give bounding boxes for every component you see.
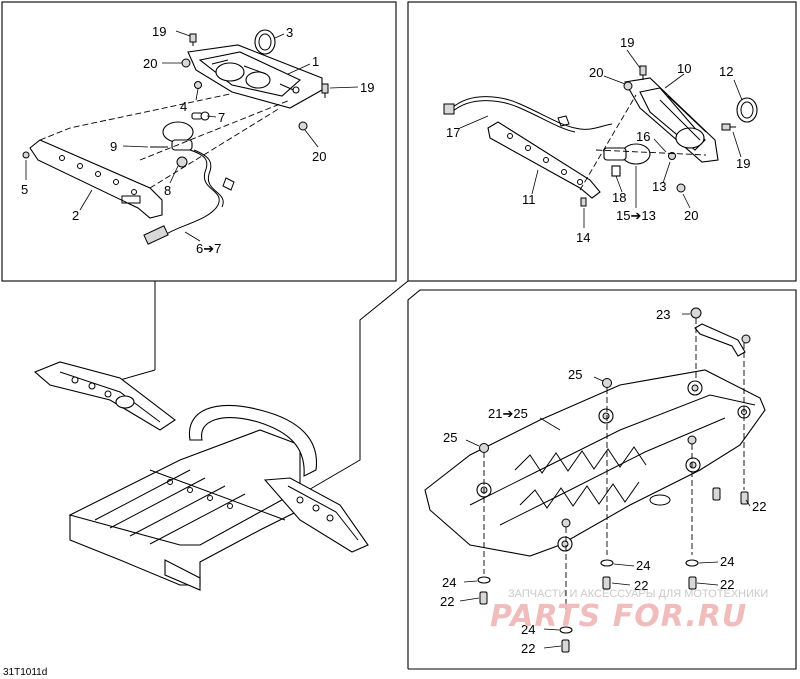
- label-br-22a: 22: [752, 499, 766, 514]
- label-tl-2: 2: [72, 208, 79, 223]
- label-br-24b: 24: [720, 554, 734, 569]
- label-tr-10: 10: [677, 61, 691, 76]
- label-br-22e: 22: [521, 641, 535, 656]
- bolt-22-e: [561, 639, 570, 653]
- label-tl-19a: 19: [152, 24, 166, 39]
- nut-25-c: [687, 435, 697, 445]
- bolt-22-c: [688, 576, 697, 590]
- label-br-24a: 24: [636, 558, 650, 573]
- label-tl-6-7: 6➔7: [196, 241, 221, 256]
- nut-25-a: [602, 378, 612, 388]
- lamp-socket-right: [603, 143, 676, 177]
- wiring-harness-17: [443, 96, 613, 133]
- label-tl-19b: 19: [360, 80, 374, 95]
- bottom-right-panel: 23 25 21➔25 25 22 24 22 24 22 24 22 24 2…: [424, 307, 766, 656]
- label-tl-7: 7: [218, 110, 225, 125]
- nut-20-a: [181, 58, 191, 68]
- bracket-11: [487, 121, 601, 199]
- label-br-25b: 25: [443, 430, 457, 445]
- wiring-harness-6: [143, 149, 235, 245]
- label-br-22d: 22: [440, 594, 454, 609]
- label-tl-9: 9: [110, 139, 117, 154]
- label-br-24c: 24: [442, 575, 456, 590]
- label-br-23: 23: [656, 307, 670, 322]
- panel-bottom-right-frame: [407, 289, 797, 670]
- bolt-22-f: [712, 487, 721, 501]
- label-tr-14: 14: [576, 230, 590, 245]
- washer-24-b: [600, 559, 614, 567]
- washer-24-c: [685, 559, 699, 567]
- lamp-socket: [162, 121, 194, 168]
- nut-20-c: [623, 81, 633, 91]
- watermark-text: ЗАПЧАСТИ И АКСЕССУАРЫ ДЛЯ МОТОТЕХНИКИ: [508, 588, 768, 600]
- screw-5: [22, 151, 30, 159]
- label-br-25a: 25: [568, 367, 582, 382]
- label-tr-19a: 19: [620, 35, 634, 50]
- label-tr-12: 12: [719, 64, 733, 79]
- label-br-22b: 22: [634, 578, 648, 593]
- label-tl-4: 4: [180, 99, 187, 114]
- nut-20-b: [298, 121, 308, 131]
- lens-right: [736, 97, 758, 123]
- nut-23: [690, 307, 702, 319]
- label-tr-17: 17: [446, 125, 460, 140]
- bolt-22-a: [479, 591, 488, 605]
- taillight-housing-left: [187, 44, 323, 109]
- label-tr-20a: 20: [589, 65, 603, 80]
- screw-19-b: [321, 83, 329, 98]
- screw-19-a: [189, 33, 197, 46]
- panel-top-right-frame: [407, 1, 797, 282]
- label-tr-20b: 20: [684, 208, 698, 223]
- label-tr-19b: 19: [736, 156, 750, 171]
- bracket-2: [29, 139, 163, 219]
- grommet-4: [194, 81, 202, 89]
- bolt-22-d: [740, 491, 749, 505]
- label-tr-16: 16: [636, 129, 650, 144]
- label-tl-20b: 20: [312, 149, 326, 164]
- nut-25-d: [561, 518, 571, 528]
- label-br-22c: 22: [720, 577, 734, 592]
- label-tl-1: 1: [312, 54, 319, 69]
- label-tr-11: 11: [522, 192, 536, 207]
- frame-assembly-view: [33, 361, 369, 591]
- label-br-24d: 24: [521, 622, 535, 637]
- label-tl-8: 8: [164, 183, 171, 198]
- lens-left: [254, 29, 276, 55]
- label-tr-15-13: 15➔13: [616, 208, 656, 223]
- label-br-21-25: 21➔25: [488, 406, 528, 421]
- washer-24-d: [559, 626, 573, 634]
- label-tr-13: 13: [652, 179, 666, 194]
- bracket-23: [690, 307, 751, 357]
- panel-top-left-frame: [1, 1, 397, 282]
- bulb-7: [191, 111, 210, 121]
- bolt-22-b: [602, 576, 611, 590]
- nut-25-b: [479, 443, 489, 453]
- taillight-housing-right: [624, 77, 719, 163]
- label-tr-18: 18: [612, 190, 626, 205]
- label-tl-3: 3: [286, 25, 293, 40]
- screw-14: [580, 197, 587, 207]
- bumper-plate-21: [424, 369, 766, 557]
- washer-24-a: [477, 576, 491, 584]
- top-left-panel: 19 3 20 1 19 4 7 9 20 5 8 2 6➔7: [21, 24, 374, 256]
- screw-19-d: [721, 123, 736, 131]
- diagram-code: 31T1011d: [3, 667, 47, 678]
- watermark-logo: PARTS FOR.RU: [490, 599, 747, 634]
- screw-19-c: [639, 65, 647, 80]
- label-tl-20a: 20: [143, 56, 157, 71]
- top-right-panel: 19 20 10 12 17 16 19 13 18 11 15➔13 20 1…: [443, 35, 758, 245]
- nut-20-d: [676, 183, 686, 193]
- label-tl-5: 5: [21, 182, 28, 197]
